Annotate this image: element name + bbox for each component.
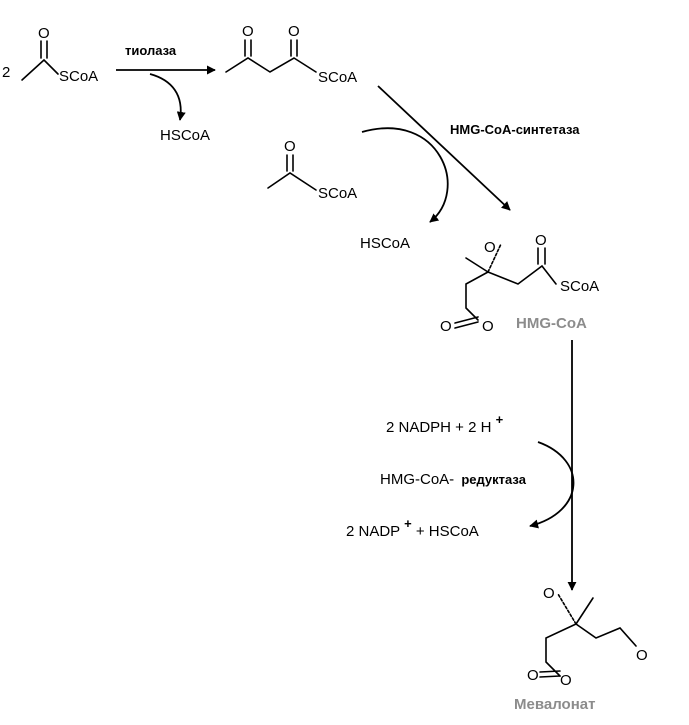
acetoacetyl-scoa-label: SCoA <box>318 69 357 86</box>
synthase-arrow <box>377 85 511 211</box>
mevalonate-carboxyl-oxygen-1: O <box>527 667 539 684</box>
reductase-enzyme-label: HMG-CoA- редуктаза <box>380 471 527 488</box>
reductase-enzyme-main: HMG-CoA- <box>380 471 454 488</box>
synthase-byproduct-hscoa: HSCoA <box>360 235 410 252</box>
second-acetyl-coa-structure: O SCoA <box>267 138 357 202</box>
cofactor-out-text-a: 2 NADP <box>346 523 400 540</box>
mevalonate-structure: O O O O <box>527 585 648 689</box>
second-acetyl-oxygen: O <box>284 138 296 155</box>
hmg-coa-name-label: HMG-CoA <box>516 315 587 332</box>
reductase-cofactor-in: 2 NADPH + 2 H + <box>386 412 504 436</box>
reductase-cofactor-arrow <box>529 441 575 529</box>
mevalonate-name-label: Мевалонат <box>514 696 595 713</box>
second-acetyl-scoa-label: SCoA <box>318 185 357 202</box>
hmg-coa-scoa-label: SCoA <box>560 278 599 295</box>
hmg-coa-hydroxyl-oxygen: O <box>484 239 496 256</box>
acetyl-coa-oxygen: O <box>38 25 50 42</box>
hmg-coa-carboxyl-oxygen-2: O <box>482 318 494 335</box>
thiolase-enzyme-label: тиолаза <box>125 43 177 58</box>
acetoacetyl-oxygen-2: O <box>288 23 300 40</box>
reductase-cofactor-out: 2 NADP + + HSCoA <box>346 515 479 540</box>
acetoacetyl-coa-structure: O O SCoA <box>225 23 357 86</box>
cofactor-out-superscript: + <box>404 516 412 531</box>
mevalonate-carboxyl-oxygen-2: O <box>560 672 572 689</box>
acetyl-coa-coefficient: 2 <box>2 64 10 81</box>
acetoacetyl-oxygen-1: O <box>242 23 254 40</box>
thiolase-byproduct-hscoa: HSCoA <box>160 127 210 144</box>
acetyl-coa-structure: O SCoA <box>21 25 98 85</box>
synthase-byproduct-arrow <box>361 127 449 223</box>
cofactor-in-superscript: + <box>496 412 504 427</box>
cofactor-in-text: 2 NADPH + 2 H <box>386 419 491 436</box>
synthase-enzyme-label: HMG-CoA-синтетаза <box>450 122 580 137</box>
mevalonate-hydroxyl-oxygen: O <box>543 585 555 602</box>
hmg-coa-carboxyl-oxygen-1: O <box>440 318 452 335</box>
hmg-coa-carbonyl-oxygen: O <box>535 232 547 249</box>
cofactor-out-text-b: + HSCoA <box>416 523 479 540</box>
reductase-enzyme-suffix: редуктаза <box>461 472 526 487</box>
acetyl-coa-scoa-label: SCoA <box>59 68 98 85</box>
thiolase-byproduct-arrow <box>149 73 186 121</box>
mevalonate-terminal-oxygen: O <box>636 647 648 664</box>
hmg-coa-structure: O O SCoA O O <box>440 232 599 335</box>
